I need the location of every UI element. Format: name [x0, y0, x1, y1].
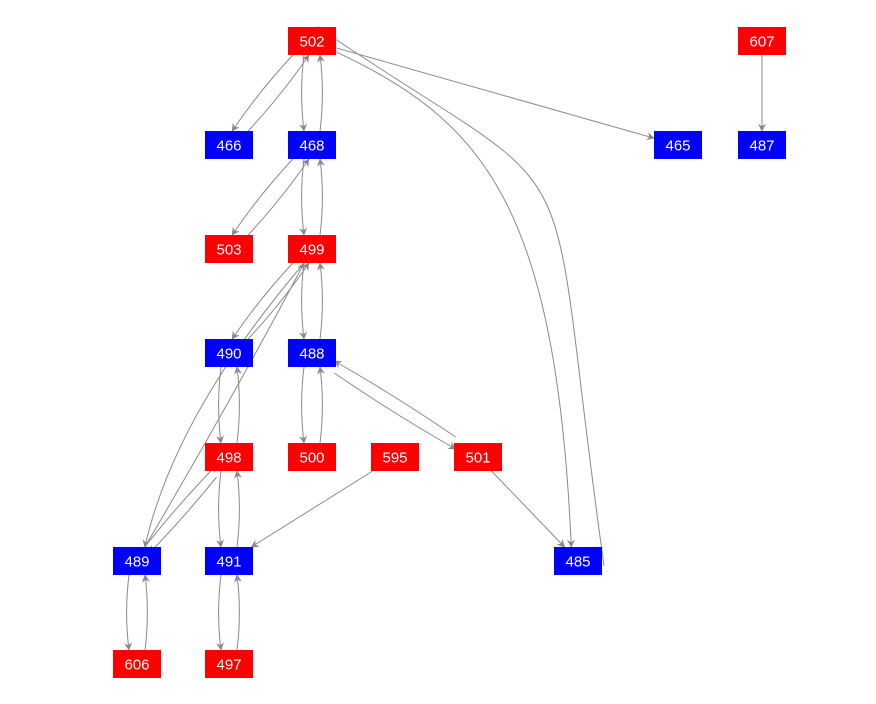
node-499[interactable]: 499: [288, 235, 336, 263]
node-label: 595: [382, 450, 407, 467]
node-layer: 502 607 466 468 465 487 503 499 490 488 498 500 595 5…: [113, 27, 786, 678]
node-label: 606: [124, 657, 149, 674]
edge-502-to-468: [299, 54, 308, 132]
edge-485-to-502: [316, 26, 605, 566]
node-box: [113, 547, 161, 575]
node-box: [654, 131, 702, 159]
edge-488-to-500: [299, 366, 308, 444]
node-box: [371, 443, 419, 471]
node-503[interactable]: 503: [205, 235, 253, 263]
node-box: [454, 443, 502, 471]
node-label: 485: [565, 554, 590, 571]
node-label: 491: [216, 554, 241, 571]
edge-502-to-465: [335, 47, 655, 141]
node-595[interactable]: 595: [371, 443, 419, 471]
edge-499-to-490: [231, 262, 294, 340]
node-label: 488: [299, 346, 324, 363]
edge-502-to-466: [231, 54, 294, 132]
edge-501-to-485: [491, 470, 566, 548]
node-label: 498: [216, 450, 241, 467]
edge-488-to-499: [316, 262, 325, 340]
node-501[interactable]: 501: [454, 443, 502, 471]
node-497[interactable]: 497: [205, 650, 253, 678]
node-485[interactable]: 485: [554, 547, 602, 575]
edge-502-to-485: [335, 51, 575, 548]
edge-498-to-490: [233, 366, 242, 444]
node-488[interactable]: 488: [288, 339, 336, 367]
node-490[interactable]: 490: [205, 339, 253, 367]
edge-489-to-498: [148, 464, 218, 542]
node-box: [205, 547, 253, 575]
edge-595-to-491: [250, 470, 373, 548]
node-box: [288, 131, 336, 159]
node-label: 487: [749, 138, 774, 155]
node-box: [738, 131, 786, 159]
edge-500-to-488: [316, 366, 325, 444]
node-466[interactable]: 466: [205, 131, 253, 159]
node-label: 490: [216, 346, 241, 363]
node-label: 465: [665, 138, 690, 155]
node-label: 501: [465, 450, 490, 467]
node-487[interactable]: 487: [738, 131, 786, 159]
edge-468-to-502: [316, 54, 325, 132]
node-box: [288, 27, 336, 55]
edge-501-to-488: [333, 360, 456, 438]
node-box: [205, 131, 253, 159]
node-465[interactable]: 465: [654, 131, 702, 159]
edge-498-to-491: [216, 470, 225, 548]
node-label: 466: [216, 138, 241, 155]
edge-layer: [124, 26, 766, 651]
edge-491-to-497: [216, 574, 225, 651]
node-label: 489: [124, 554, 149, 571]
node-box: [205, 443, 253, 471]
node-box: [288, 235, 336, 263]
node-489[interactable]: 489: [113, 547, 161, 575]
node-label: 502: [299, 34, 324, 51]
node-box: [205, 650, 253, 678]
edge-491-to-498: [233, 470, 242, 548]
edge-606-to-489: [141, 574, 150, 651]
edge-489-to-606: [124, 574, 133, 651]
node-label: 500: [299, 450, 324, 467]
node-label: 499: [299, 242, 324, 259]
node-468[interactable]: 468: [288, 131, 336, 159]
node-box: [738, 27, 786, 55]
edge-503-to-468: [247, 158, 310, 236]
node-box: [113, 650, 161, 678]
edge-499-to-468: [316, 158, 325, 236]
edge-468-to-503: [231, 158, 294, 236]
node-box: [205, 339, 253, 367]
node-label: 468: [299, 138, 324, 155]
node-label: 607: [749, 34, 774, 51]
node-491[interactable]: 491: [205, 547, 253, 575]
node-607[interactable]: 607: [738, 27, 786, 55]
edge-490-to-499: [247, 262, 310, 340]
node-606[interactable]: 606: [113, 650, 161, 678]
edge-468-to-499: [299, 158, 308, 236]
edge-488-to-501: [334, 372, 457, 450]
node-498[interactable]: 498: [205, 443, 253, 471]
edge-490-to-498: [216, 366, 225, 444]
node-box: [205, 235, 253, 263]
node-box: [288, 443, 336, 471]
edge-466-to-502: [247, 54, 310, 132]
edge-497-to-491: [233, 574, 242, 651]
node-label: 497: [216, 657, 241, 674]
node-box: [288, 339, 336, 367]
node-500[interactable]: 500: [288, 443, 336, 471]
edge-499-to-489: [142, 262, 305, 548]
edge-498-to-489: [148, 476, 218, 554]
edge-499-to-488: [299, 262, 308, 340]
node-box: [554, 547, 602, 575]
edge-489-to-499: [144, 262, 305, 548]
node-502[interactable]: 502: [288, 27, 336, 55]
node-label: 503: [216, 242, 241, 259]
